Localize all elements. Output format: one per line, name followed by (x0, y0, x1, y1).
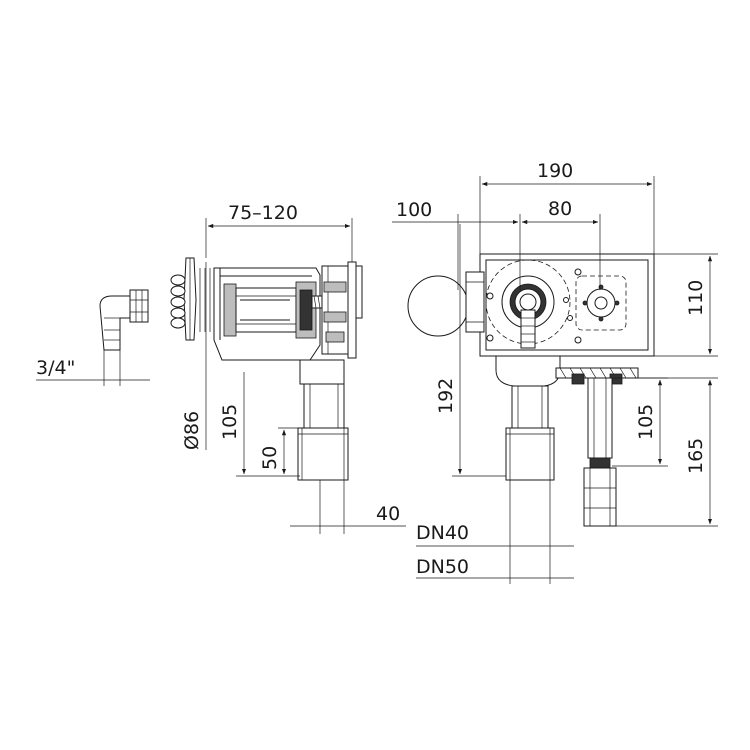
dim-75-120: 75–120 (228, 202, 298, 224)
dim-diameter-86: Ø86 (181, 411, 203, 450)
dim-110: 110 (685, 280, 707, 316)
dim-dn40: DN40 (416, 522, 469, 544)
dim-105-left: 105 (219, 404, 241, 440)
dim-100: 100 (396, 199, 432, 221)
dim-50: 50 (259, 446, 281, 470)
siphon-side-view (170, 257, 363, 481)
dim-40: 40 (376, 503, 400, 525)
drain-pipe-view (555, 367, 639, 527)
elbow-fitting-view (99, 289, 149, 351)
dim-165: 165 (685, 438, 707, 474)
dim-190: 190 (537, 160, 573, 182)
dimension-lines (36, 176, 718, 584)
dim-3-4-inch: 3/4" (36, 357, 75, 379)
dim-80: 80 (548, 198, 572, 220)
dim-192: 192 (435, 378, 457, 414)
dim-dn50: DN50 (416, 556, 469, 578)
dimension-labels: 190 80 100 75–120 110 192 105 50 Ø86 40 … (36, 160, 707, 578)
dim-105-right: 105 (635, 404, 657, 440)
siphon-front-view (407, 253, 655, 481)
